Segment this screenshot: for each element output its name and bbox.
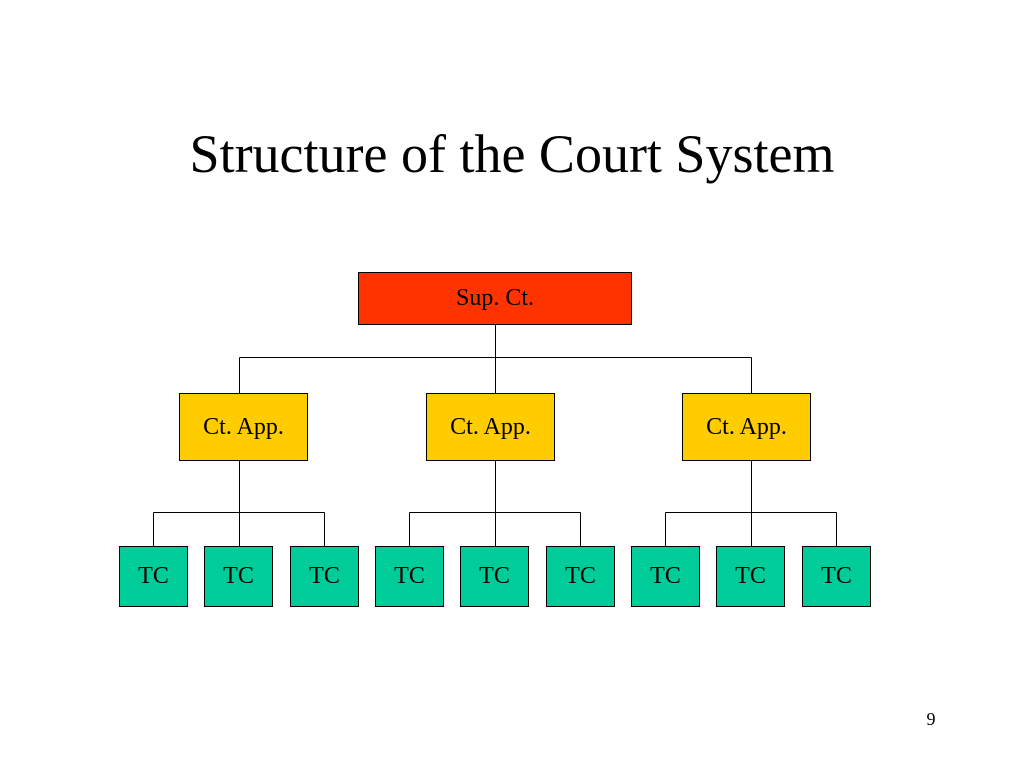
trial-court-label: TC bbox=[821, 563, 852, 589]
trial-court-label: TC bbox=[394, 563, 425, 589]
trial-court-label: TC bbox=[479, 563, 510, 589]
trial-court-node-7: TC bbox=[631, 546, 700, 607]
trial-court-label: TC bbox=[735, 563, 766, 589]
appeals-court-node-2: Ct. App. bbox=[426, 393, 555, 461]
trial-court-node-2: TC bbox=[204, 546, 273, 607]
trial-court-label: TC bbox=[309, 563, 340, 589]
page-number: 9 bbox=[926, 709, 936, 729]
appeals-court-node-3: Ct. App. bbox=[682, 393, 811, 461]
trial-court-node-5: TC bbox=[460, 546, 529, 607]
trial-court-label: TC bbox=[650, 563, 681, 589]
appeals-court-label: Ct. App. bbox=[203, 413, 284, 440]
trial-court-node-8: TC bbox=[716, 546, 785, 607]
trial-court-label: TC bbox=[223, 563, 254, 589]
trial-court-node-3: TC bbox=[290, 546, 359, 607]
supreme-court-label: Sup. Ct. bbox=[455, 285, 535, 311]
appeals-court-label: Ct. App. bbox=[450, 413, 531, 440]
trial-court-node-9: TC bbox=[802, 546, 871, 607]
trial-court-node-1: TC bbox=[119, 546, 188, 607]
trial-court-label: TC bbox=[138, 563, 169, 589]
supreme-court-node: Sup. Ct. bbox=[358, 272, 632, 325]
slide-title: Structure of the Court System bbox=[189, 124, 835, 184]
trial-court-label: TC bbox=[565, 563, 596, 589]
appeals-court-node-1: Ct. App. bbox=[179, 393, 308, 461]
appeals-court-label: Ct. App. bbox=[706, 413, 787, 440]
trial-court-node-4: TC bbox=[375, 546, 444, 607]
trial-court-node-6: TC bbox=[546, 546, 615, 607]
